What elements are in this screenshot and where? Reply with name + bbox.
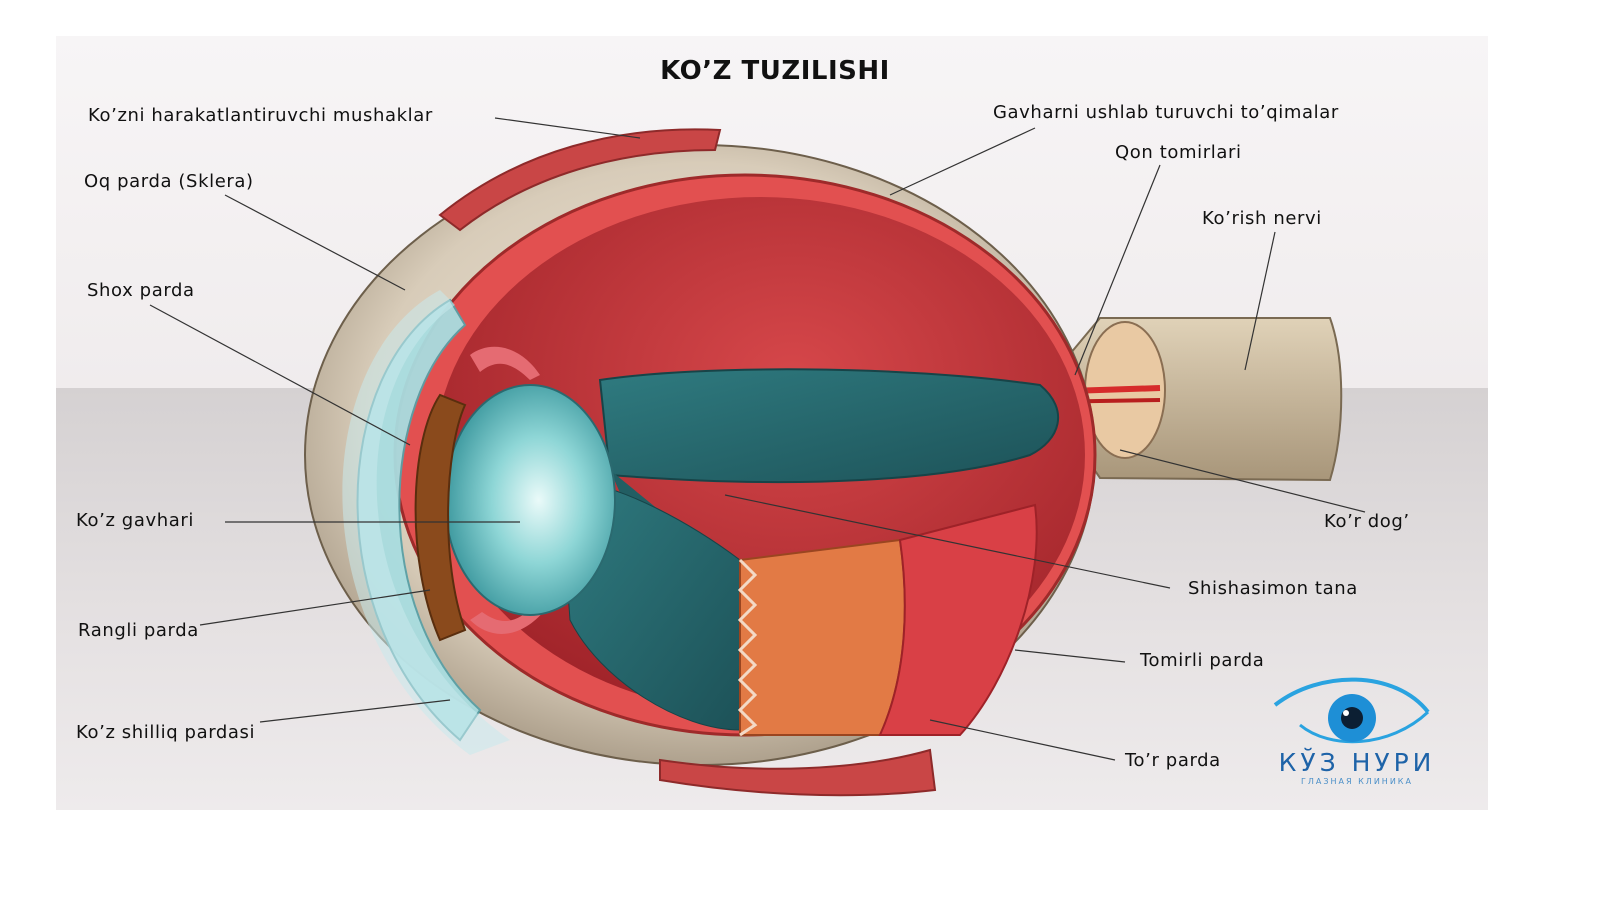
leader-zonules — [889, 127, 1036, 196]
logo-subtext: ГЛАЗНАЯ КЛИНИКА — [1301, 777, 1413, 786]
label-zonules: Gavharni ushlab turuvchi to’qimalar — [993, 102, 1339, 123]
leader-vitreous — [724, 494, 1171, 589]
leader-retina — [929, 719, 1116, 761]
leader-choroid — [1014, 649, 1126, 663]
label-choroid: Tomirli parda — [1140, 650, 1265, 671]
leader-blind-spot — [1119, 449, 1366, 513]
label-blind-spot: Ko’r dog’ — [1324, 511, 1410, 532]
label-lens: Ko’z gavhari — [76, 510, 194, 531]
label-conjunctiva: Ko’z shilliq pardasi — [76, 722, 256, 743]
label-vessels: Qon tomirlari — [1115, 142, 1242, 163]
vitreous-shape — [598, 368, 1059, 484]
leader-optic-nerve — [1244, 231, 1276, 371]
label-muscles: Ko’zni harakatlantiruvchi mushaklar — [88, 105, 433, 126]
leader-cornea — [149, 304, 411, 446]
leader-vessels — [1074, 164, 1161, 376]
label-sclera: Oq parda (Sklera) — [84, 171, 254, 192]
diagram-title: KO’Z TUZILISHI — [660, 56, 890, 86]
muscle-top — [438, 128, 722, 232]
label-cornea: Shox parda — [87, 280, 195, 301]
muscle-bottom — [659, 748, 937, 797]
label-iris: Rangli parda — [78, 620, 199, 641]
logo-text: КЎЗ НУРИ — [1278, 748, 1436, 777]
leader-conjunctiva — [259, 699, 451, 723]
leader-muscles — [494, 117, 641, 139]
label-vitreous: Shishasimon tana — [1188, 578, 1358, 599]
label-retina: To’r parda — [1125, 750, 1221, 771]
iris-shape — [414, 393, 467, 642]
label-optic-nerve: Ko’rish nervi — [1202, 208, 1322, 229]
leader-iris — [199, 589, 431, 626]
leader-sclera — [224, 194, 406, 291]
